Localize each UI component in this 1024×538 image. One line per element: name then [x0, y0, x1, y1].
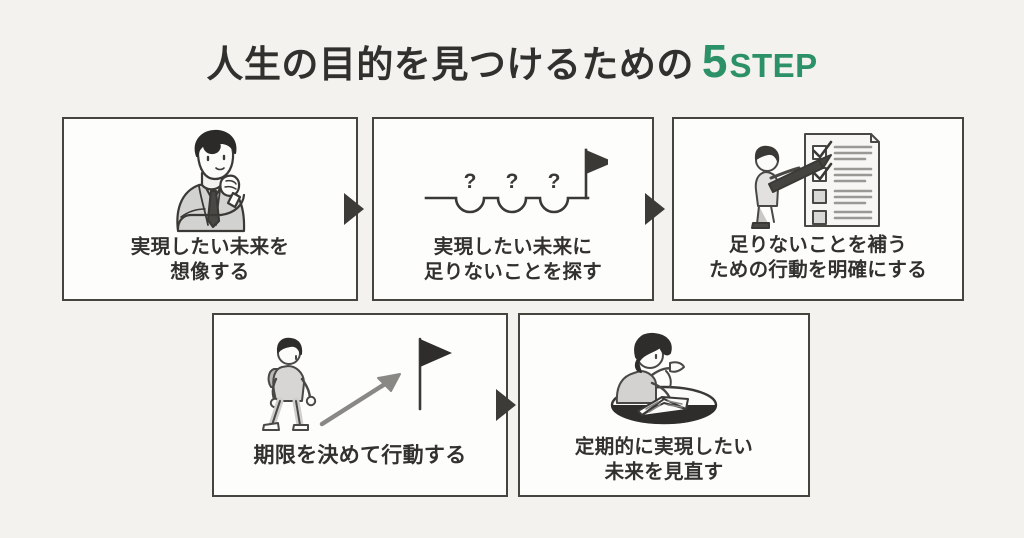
flow-arrow-right-icon-1 — [344, 193, 364, 225]
thinking-businessman-icon — [176, 129, 246, 233]
step-3-illustration — [674, 119, 962, 233]
page-title-main-text: 人生の目的を見つけるための — [206, 44, 694, 85]
question-mark-3: ? — [548, 170, 561, 193]
question-mark-2: ? — [506, 170, 519, 193]
step-5-caption-line-2: 未来を見直す — [604, 460, 724, 483]
flow-arrow-right-icon-2 — [645, 193, 665, 225]
path-with-gaps-and-flag-icon: ? ? ? — [424, 148, 608, 214]
step-1-caption-line-1: 実現したい未来を — [130, 236, 290, 258]
step-4-caption: 期限を決めて行動する — [214, 443, 506, 470]
flag-shape — [586, 150, 608, 174]
step-2-caption: 実現したい未来に 足りないことを探す — [374, 235, 652, 285]
flow-arrow-right-icon-3 — [496, 389, 516, 421]
step-card-1: 実現したい未来を 想像する — [62, 117, 358, 301]
step-5-caption: 定期的に実現したい 未来を見直す — [520, 435, 808, 485]
step-1-illustration — [64, 119, 356, 235]
step-card-5: 定期的に実現したい 未来を見直す — [518, 313, 810, 497]
step-card-4: 期限を決めて行動する — [212, 313, 508, 497]
page-title-step-word: STEP — [729, 47, 818, 84]
step-3-caption: 足りないことを補う ための行動を明確にする — [674, 233, 962, 283]
walking-person-arrow-flag-icon — [262, 337, 452, 431]
page-title-step-number: 5 — [701, 35, 728, 87]
flag-shape — [420, 339, 452, 367]
step-3-caption-line-1: 足りないことを補う — [728, 234, 908, 256]
step-1-caption: 実現したい未来を 想像する — [64, 235, 356, 285]
step-2-illustration: ? ? ? — [374, 119, 652, 235]
step-1-caption-line-2: 想像する — [170, 260, 250, 283]
step-card-3: 足りないことを補う ための行動を明確にする — [672, 117, 964, 301]
step-2-caption-line-2: 足りないことを探す — [423, 260, 603, 283]
step-card-2: ? ? ? 実現したい未来に 足りないことを探す — [372, 117, 654, 301]
step-2-caption-line-1: 実現したい未来に — [433, 236, 593, 258]
step-4-illustration — [214, 315, 506, 443]
question-mark-1: ? — [464, 170, 477, 193]
step-4-caption-line-1: 期限を決めて行動する — [253, 444, 467, 467]
step-3-caption-line-2: ための行動を明確にする — [709, 258, 927, 281]
person-with-pen-checklist-icon — [751, 133, 880, 229]
person-reviewing-book-at-table-icon — [610, 332, 718, 425]
step-5-caption-line-1: 定期的に実現したい — [574, 436, 754, 458]
step-5-illustration — [520, 315, 808, 435]
